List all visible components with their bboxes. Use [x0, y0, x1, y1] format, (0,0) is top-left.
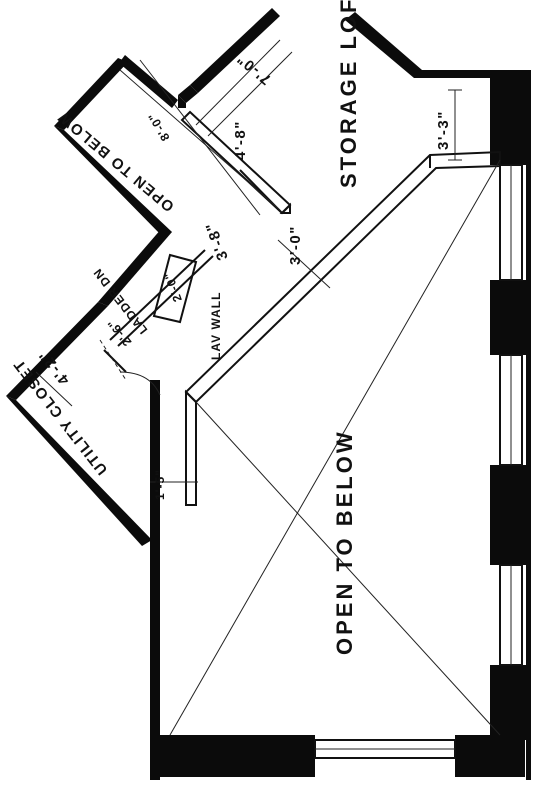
dim-wall-seg: 3'-0": [287, 225, 304, 265]
open-to-below-label: OPEN TO BELOW: [332, 429, 357, 655]
exterior-walls: [6, 8, 531, 780]
dim-upper-span: 4'-8": [232, 120, 249, 160]
windows-right: [499, 164, 523, 666]
closet-door-swing: [119, 371, 161, 396]
dim-opening: 1'-5": [153, 469, 167, 500]
open-to-below-cross: [119, 59, 501, 736]
lav-wall-label: LAV WALL: [209, 292, 223, 360]
dim-loft-width: 7'-0": [233, 49, 274, 88]
dim-upper-width: 3'-8": [202, 219, 232, 262]
window-bottom: [314, 739, 456, 759]
dim-loft-depth: 3'-3": [435, 110, 452, 150]
loft-railing: [103, 110, 501, 506]
dim-upper-height: 8'-0": [145, 110, 173, 144]
storage-loft-label: STORAGE LOFT: [336, 0, 361, 188]
dimension-lines: [35, 39, 462, 483]
